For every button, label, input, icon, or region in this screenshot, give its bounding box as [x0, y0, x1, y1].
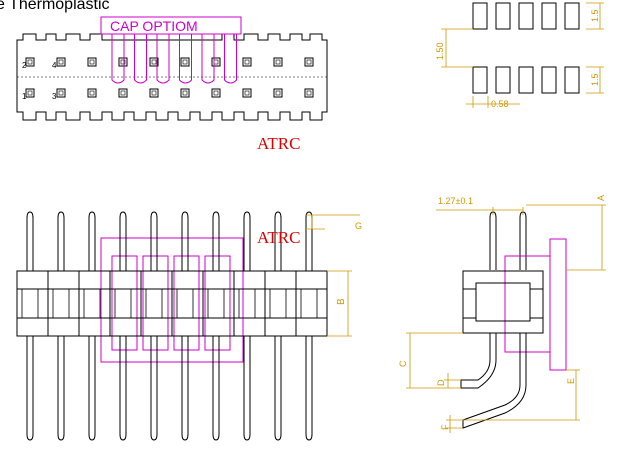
footprint-pad [518, 2, 534, 30]
top-pin [56, 88, 66, 98]
front-pin-top [181, 211, 189, 271]
front-pin-top [88, 211, 96, 271]
front-housing-dividers [16, 271, 328, 336]
dim-pad-width: 0.58 [491, 99, 509, 109]
front-pin-bottom [212, 336, 220, 441]
side-view: 1.27±0.1 A C D E F [398, 195, 606, 433]
top-pin [304, 88, 314, 98]
dim-pitch: 1.27±0.1 [438, 196, 473, 206]
footprint-view: 1.5 1.5 1.50 0.58 [435, 2, 604, 109]
top-pin [56, 57, 66, 67]
front-pin-bottom [243, 336, 251, 441]
dim-b: B [336, 298, 347, 305]
dim-g: G [355, 221, 362, 231]
front-pin-top [243, 211, 251, 271]
top-pin [273, 88, 283, 98]
top-pin [87, 57, 97, 67]
top-view: 2 4 1 3 CAP OPTIOM ATRC [16, 16, 328, 153]
front-cap-cell [204, 255, 231, 351]
top-pin [25, 88, 35, 98]
front-cap-cell [111, 255, 138, 351]
top-pin [211, 57, 221, 67]
dim-f: F [440, 424, 450, 430]
header-text: e Thermoplastic [0, 0, 110, 13]
footprint-pad [564, 66, 580, 94]
top-pin [304, 57, 314, 67]
top-pin [87, 88, 97, 98]
front-pin-bottom [26, 336, 34, 441]
cap-option-frame [100, 16, 242, 35]
cap-option-label: CAP OPTIOM [110, 18, 198, 34]
dim-pad-height-top: 1.5 [590, 9, 600, 22]
footprint-pad [495, 2, 511, 30]
footprint-dims [441, 2, 604, 108]
front-pin-bottom [274, 336, 282, 441]
dim-d: D [436, 379, 446, 386]
pin-label-1: 1 [22, 92, 27, 101]
dim-row-gap: 1.50 [435, 42, 445, 60]
front-pin-top [119, 211, 127, 271]
top-pin [149, 57, 159, 67]
dim-e: E [566, 378, 576, 384]
top-pin [273, 57, 283, 67]
dim-pad-height-bottom: 1.5 [590, 73, 600, 86]
front-pin-bottom [57, 336, 65, 441]
cap-finger [156, 34, 170, 84]
front-pin-top [274, 211, 282, 271]
top-housing-outline [16, 33, 328, 121]
top-pin [180, 57, 190, 67]
front-pin-top [305, 211, 313, 271]
front-cap-cell [142, 255, 169, 351]
top-pin [242, 57, 252, 67]
front-pin-bottom [88, 336, 96, 441]
cap-finger [201, 34, 215, 84]
front-pin-bottom [150, 336, 158, 441]
cap-fingers [111, 34, 237, 84]
top-pin [211, 88, 221, 98]
brand-label-top: ATRC [257, 134, 300, 153]
footprint-pad [541, 66, 557, 94]
cap-finger [224, 34, 237, 84]
front-pin-top [212, 211, 220, 271]
dim-a: A [596, 195, 606, 201]
footprint-pad [472, 66, 488, 94]
brand-label-front: ATRC [257, 228, 300, 247]
top-pin [149, 88, 159, 98]
side-housing [462, 270, 544, 334]
footprint-pad [472, 2, 488, 30]
pin-label-2: 2 [22, 61, 27, 70]
dim-c: C [398, 360, 408, 367]
top-pin [242, 88, 252, 98]
cap-finger [111, 34, 125, 84]
front-pin-bottom [305, 336, 313, 441]
footprint-pad [564, 2, 580, 30]
footprint-pad [541, 2, 557, 30]
front-cap-outline [100, 237, 244, 363]
top-pin-grid [25, 57, 314, 98]
front-view: ATRC G B [16, 211, 362, 441]
side-cap [549, 238, 567, 371]
cap-finger [134, 34, 147, 84]
footprint-pad [495, 66, 511, 94]
side-dims [406, 204, 606, 433]
front-pin-top [26, 211, 34, 271]
pin-label-3: 3 [52, 92, 57, 101]
front-cap-cells [111, 255, 231, 351]
cap-finger [179, 34, 192, 84]
footprint-pad [518, 66, 534, 94]
pin-label-4: 4 [52, 61, 57, 70]
top-pin [25, 57, 35, 67]
top-pin [118, 88, 128, 98]
front-pin-top [57, 211, 65, 271]
top-pin [118, 57, 128, 67]
top-pin [180, 88, 190, 98]
footprint-pads [472, 2, 580, 94]
front-pin-bottom [181, 336, 189, 441]
front-cap-cell [173, 255, 200, 351]
front-pin-bottom [119, 336, 127, 441]
front-pin-top [150, 211, 158, 271]
